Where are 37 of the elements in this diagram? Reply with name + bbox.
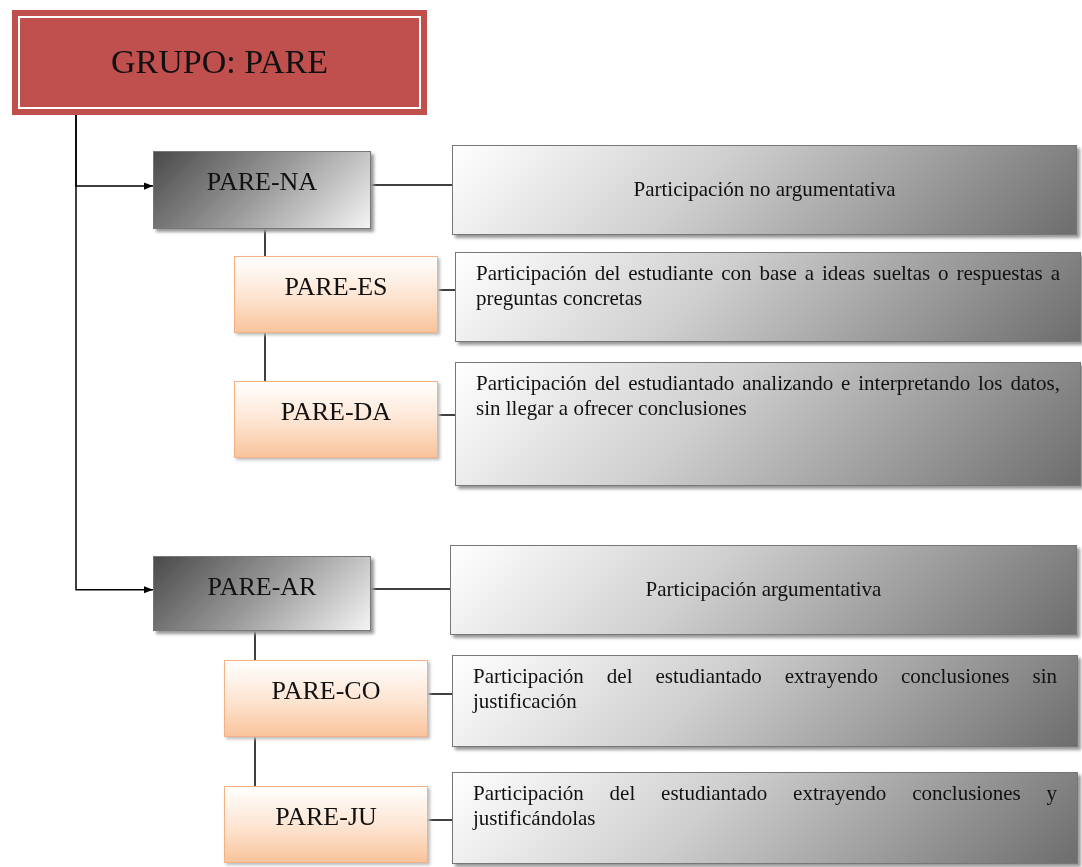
box-label: Participación del estudiantado extrayendo conclusiones sin justificación (473, 664, 1057, 715)
description-box (455, 252, 1081, 342)
description-box (452, 145, 1077, 235)
connector-line (427, 819, 453, 821)
connector-line (437, 289, 456, 291)
connector-line (427, 693, 453, 695)
connector-line (264, 332, 266, 382)
subcategory-box (234, 256, 438, 333)
box-label: Participación argumentativa (645, 577, 882, 603)
connector-line (254, 736, 256, 787)
box-label: PARE-DA (280, 396, 392, 428)
connector-line (254, 630, 256, 661)
connector-line (437, 414, 456, 416)
group-title-box (12, 10, 427, 115)
description-box (452, 772, 1078, 864)
box-label: Participación del estudiantado extrayendo conclusiones y justificándolas (473, 781, 1057, 832)
box-label: PARE-NA (206, 166, 318, 198)
box-label: PARE-AR (207, 571, 317, 603)
description-box (450, 545, 1077, 635)
box-label: PARE-ES (284, 271, 388, 303)
arrow (75, 114, 154, 594)
subcategory-box (224, 660, 428, 737)
description-box (452, 655, 1078, 747)
box-label: PARE-CO (271, 675, 381, 707)
box-label: PARE-JU (275, 801, 377, 833)
box-label: Participación no argumentativa (633, 177, 896, 203)
box-label: Participación del estudiantado analizando e interpretando los datos, sin llegar a ofrecer conclusiones (476, 371, 1060, 422)
category-box (153, 151, 371, 229)
subcategory-box (234, 381, 438, 458)
box-label: GRUPO: PARE (111, 42, 328, 83)
connector-line (370, 588, 451, 590)
box-label: Participación del estudiante con base a ideas sueltas o respuestas a preguntas concretas (476, 261, 1060, 312)
connector-line (264, 228, 266, 257)
category-box (153, 556, 371, 631)
description-box (455, 362, 1081, 486)
subcategory-box (224, 786, 428, 863)
connector-line (370, 184, 453, 186)
